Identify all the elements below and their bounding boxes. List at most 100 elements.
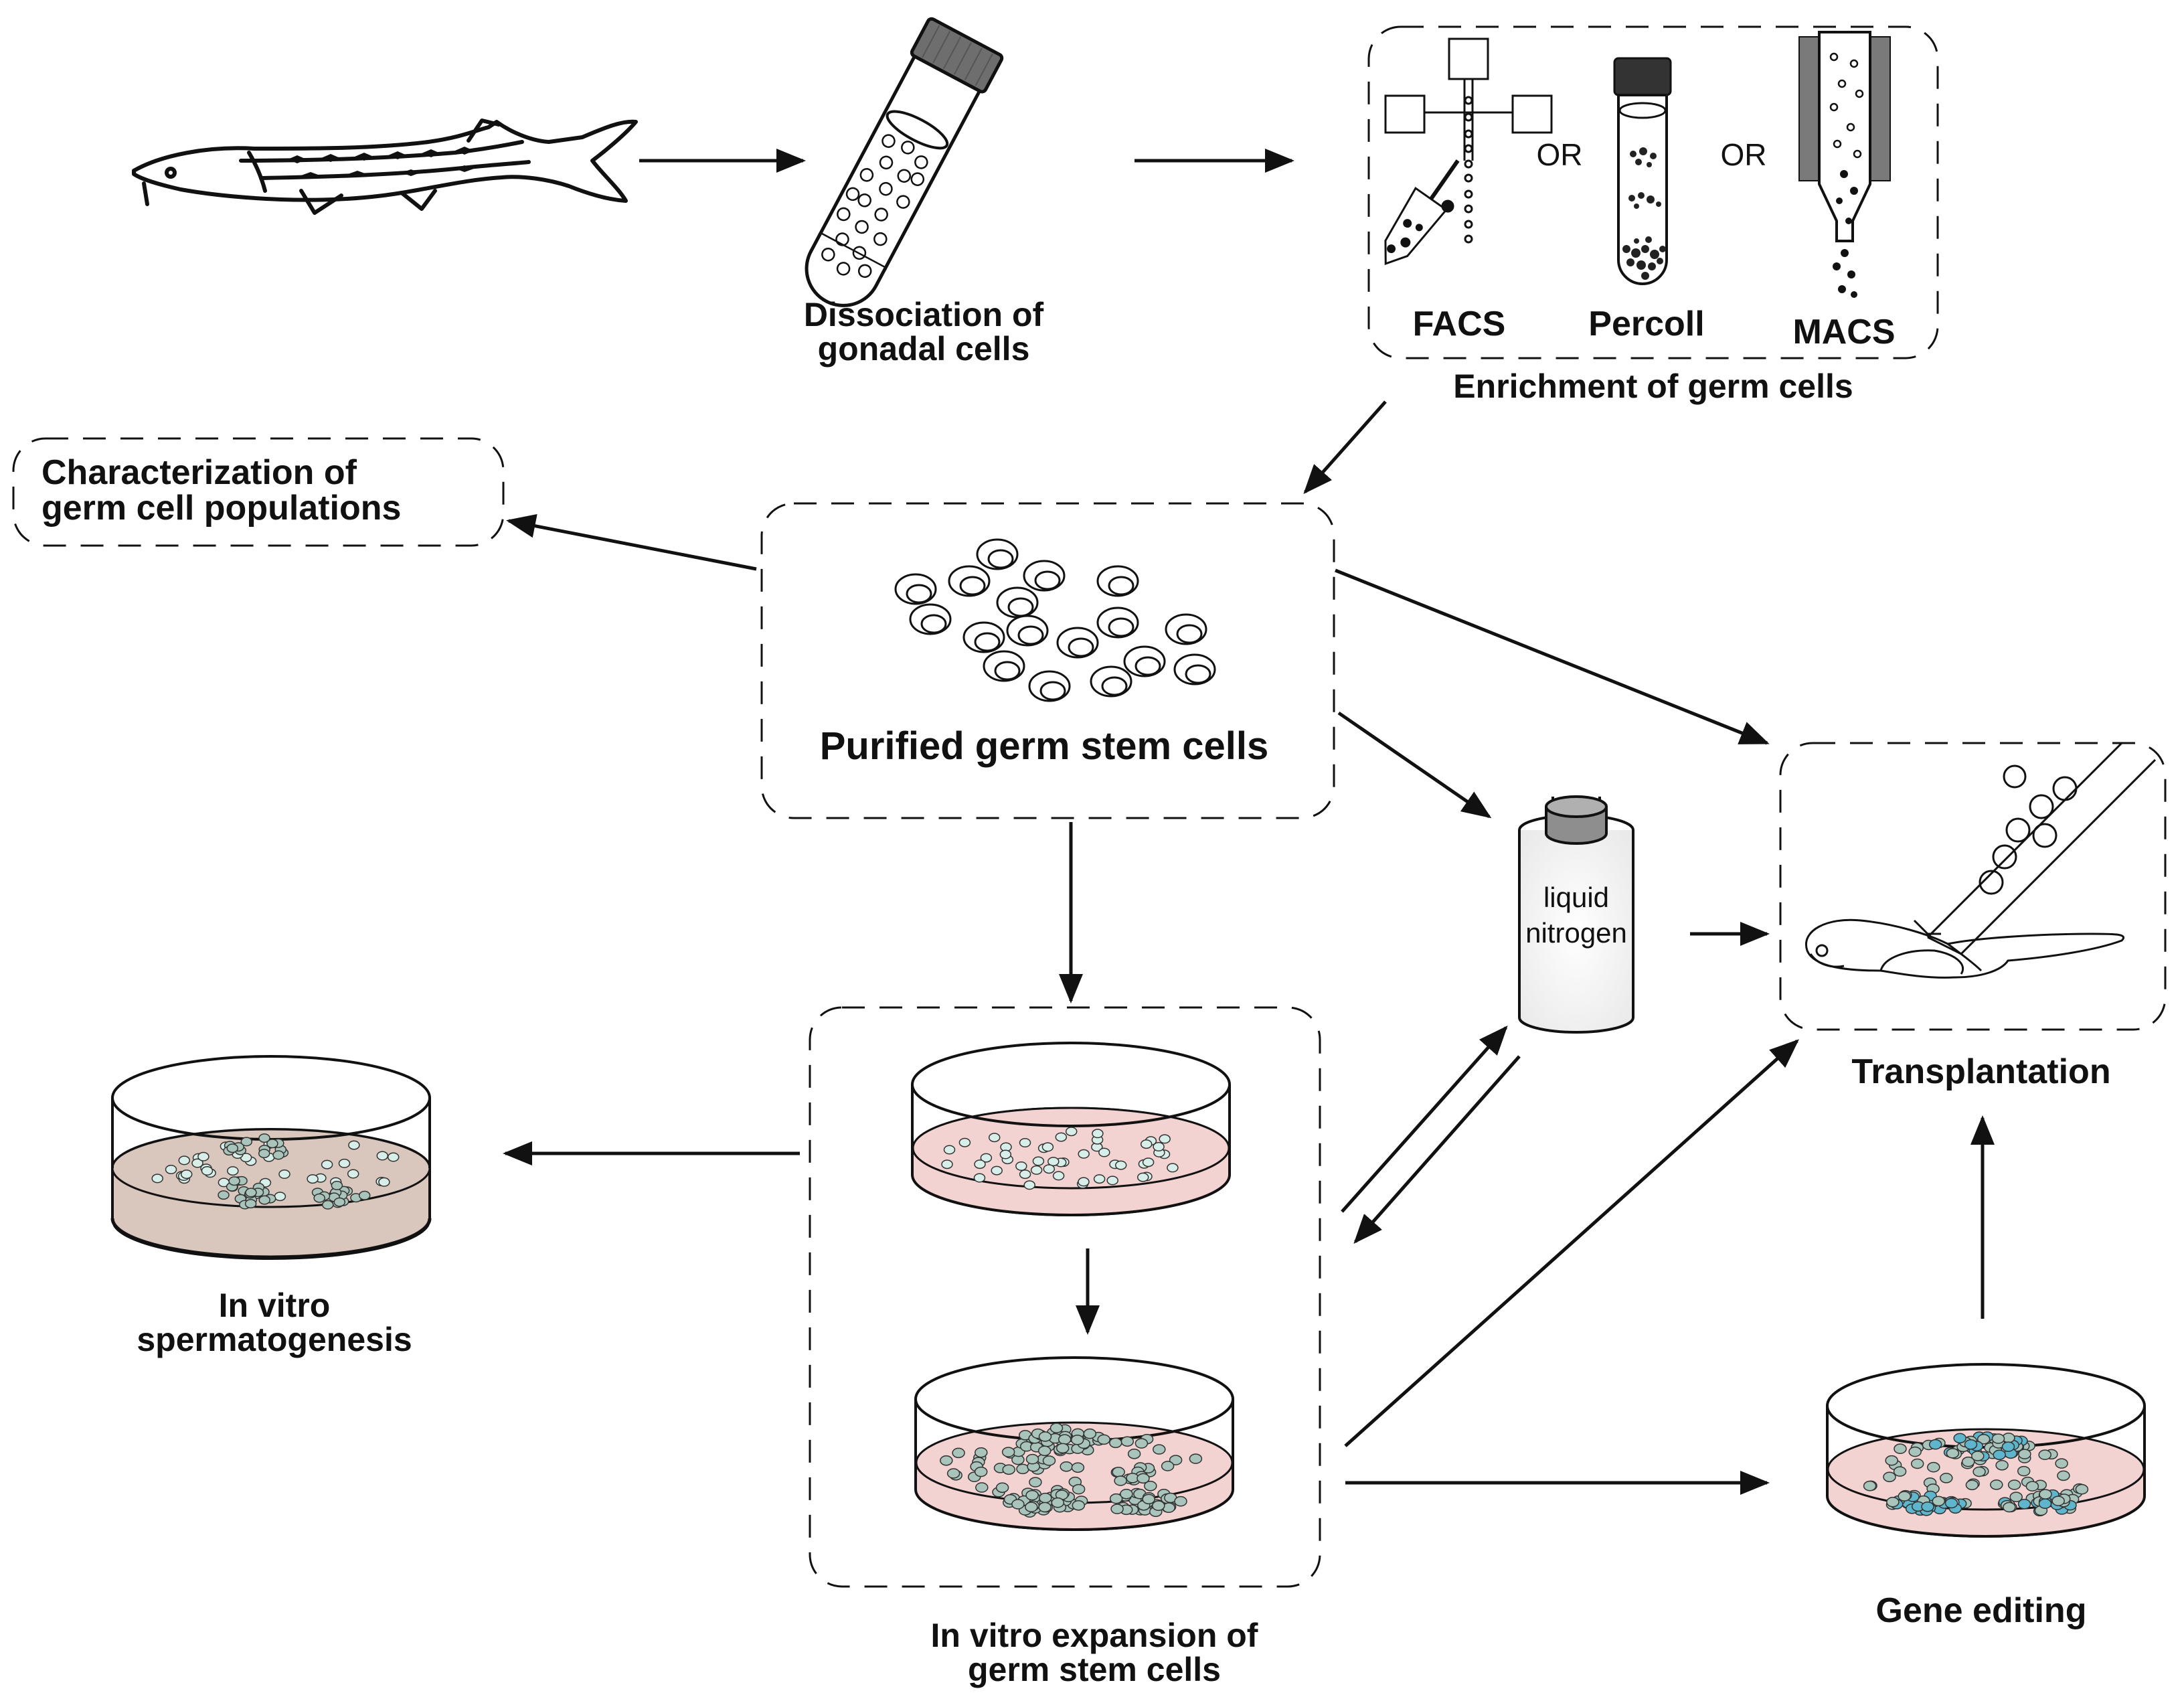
dish-cell [1015,1161,1027,1171]
dish-cell [1019,1169,1031,1180]
dish-cell [1961,1456,1975,1467]
arrow-enrichment-to-purified [1303,400,1387,494]
dish-cell [1093,1174,1106,1184]
dish-cell [240,1137,253,1147]
dish-cell [2051,1495,2065,1506]
dish-cell [1990,1479,2003,1490]
dish-cell [1908,1446,1922,1457]
dish-cell [258,1149,270,1159]
dish-cell [1070,1435,1084,1445]
dish-cell [1940,1473,1953,1483]
characterization-label: Characterization of germ cell population… [41,453,402,528]
dish-cell [1863,1480,1877,1491]
dish-cell [946,1468,960,1479]
dish-cell [1910,1458,1924,1469]
dish-cell [2003,1502,2016,1513]
dish-cell [1953,1433,1966,1444]
dish-cell [228,1176,240,1186]
dish-cell [1893,1466,1907,1477]
arrow-purified-to-nitrogen [1337,711,1492,819]
dish-cell [258,1133,270,1143]
dish-cell [218,1190,230,1200]
dish-cell [2025,1481,2039,1491]
dish-cell [1092,1129,1104,1139]
dish-cell [1049,1423,1064,1433]
dish-cell [1977,1434,1991,1445]
dish-cell [988,1133,1001,1143]
dish-cell [940,1455,953,1466]
dish-cell [1137,1172,1149,1182]
dish-cell [974,1466,988,1477]
dish-cell [1098,1147,1110,1157]
dish-cell [274,1192,286,1202]
germ-cells-icon [894,538,1216,702]
dish-cell [227,1166,239,1176]
dish-cell [975,1482,989,1493]
dish-cell [1144,1481,1157,1491]
dish-cell [1921,1502,1934,1512]
liquid-nitrogen-tank-icon [1518,795,1634,1034]
liquid-nitrogen-label: liquid nitrogen [1525,882,1627,949]
dish-cell [999,1149,1012,1159]
dish-cell [1023,1180,1035,1190]
dish-cell [1060,1461,1073,1472]
dish-cell [151,1174,163,1184]
characterization-box [12,437,505,547]
dish-cell [387,1152,400,1162]
dish-cell [348,1140,360,1150]
sturgeon-scutes [288,147,474,179]
dish-cell [201,1166,214,1176]
arrows [503,149,1995,1495]
dish-cell [1030,1165,1043,1175]
dish-cell [958,1137,971,1147]
dish-cell [974,1159,986,1169]
dish-cell [1127,1449,1141,1459]
dish-cell [1109,1493,1123,1504]
dish-cell [1189,1453,1203,1464]
dish-cell [1885,1455,1898,1466]
dish-cell [278,1169,290,1179]
dish-cell [941,1159,953,1169]
dish-cell [2038,1449,2051,1460]
dish-cell [1025,1502,1038,1512]
dish-cell [333,1197,346,1207]
dish-cell [307,1174,319,1184]
arrow-purified-to-transplant [1335,568,1770,745]
percoll-tube-icon [1613,57,1672,285]
purified-cells-box [760,502,1335,819]
dish-cell [1991,1433,2005,1444]
dish-cell [1016,1463,1029,1475]
dish-cell [1039,1492,1052,1504]
dish-cell [973,1173,986,1183]
dish-cell [1159,1134,1171,1144]
percoll-label: Percoll [1588,305,1705,343]
dish-cell [1142,1493,1155,1505]
dish-cell [226,1143,239,1153]
dish-cell [1174,1495,1187,1507]
dish-cell [1052,1171,1065,1181]
dish-cell [180,1169,193,1180]
dish-cell [321,1159,333,1169]
dish-cell [1071,1462,1085,1473]
enrichment-label: Enrichment of germ cells [1453,368,1853,405]
dish-cell [1883,1471,1896,1483]
arrow-purified-to-characterization [506,513,757,571]
dish-cell [258,1195,270,1205]
dish-cell [2001,1441,2015,1452]
purified-label: Purified germ stem cells [819,724,1269,768]
expansion-label: In vitro expansion of germ stem cells [930,1617,1258,1688]
dish-cell [952,1447,965,1459]
dish-cell [1137,1473,1150,1484]
dish-cell [245,1188,257,1198]
dish-cell [1120,1489,1133,1500]
dish-cell [1153,1444,1166,1455]
dish-cell [1047,1157,1060,1167]
dish-cell [1140,1139,1153,1149]
dish-cell [347,1169,359,1179]
dish-cell [1025,1489,1039,1501]
dish-cell [2075,1483,2089,1495]
dish-cell [1078,1149,1090,1159]
arrow-expansion-to-nitrogen [1341,1026,1508,1213]
dish-cell [2018,1449,2031,1459]
